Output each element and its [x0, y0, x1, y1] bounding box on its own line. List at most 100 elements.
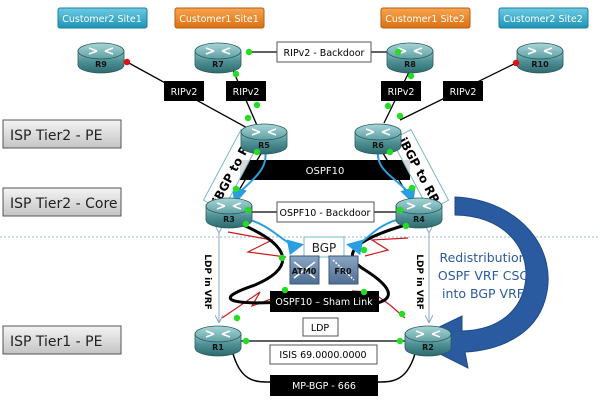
interface-status-dot — [233, 314, 241, 322]
interface-status-dot — [407, 72, 415, 80]
router-icon — [527, 47, 553, 55]
ripv2-label-r9: RIPv2 — [164, 81, 204, 101]
interface-status-dot — [512, 59, 520, 67]
router-icon — [365, 128, 391, 136]
interface-status-dot — [408, 184, 416, 192]
router-r4: R4 — [395, 197, 443, 229]
interface-status-dot — [253, 101, 261, 109]
router-r7: R7 — [194, 42, 242, 74]
svg-text:ISIS 69.0000.0000: ISIS 69.0000.0000 — [279, 350, 366, 361]
atm-label: ATM0 — [292, 267, 317, 276]
tier-label-tier2-core: ISP Tier2 - Core — [2, 187, 122, 217]
router-icon — [205, 330, 231, 338]
router-r2: R2 — [404, 325, 452, 357]
interface-status-dot — [396, 337, 404, 345]
site-label: Customer1 Site2 — [385, 14, 465, 25]
svg-text:RIPv2: RIPv2 — [171, 87, 198, 98]
svg-text:OSPF10 – Sham Link: OSPF10 – Sham Link — [275, 297, 373, 308]
interface-status-dot — [360, 288, 368, 296]
site-label: Customer2 Site1 — [62, 14, 142, 25]
ripv2-label-r7: RIPv2 — [226, 81, 266, 101]
router-icon — [406, 202, 432, 210]
site-cust1-site2: Customer1 Site2 — [380, 7, 471, 29]
interface-status-dot — [244, 114, 252, 122]
ospf10-label: OSPF10 — [306, 166, 345, 177]
site-cust2-site2: Customer2 Site2 — [498, 7, 589, 29]
interface-status-dot — [244, 206, 252, 214]
interface-status-dot — [232, 70, 240, 78]
router-label: R9 — [95, 60, 107, 69]
svg-text:RIPv2: RIPv2 — [233, 87, 260, 98]
interface-status-dot — [386, 148, 394, 156]
interface-status-dot — [242, 220, 250, 228]
svg-text:Redistribution: Redistribution — [439, 250, 526, 265]
router-r3: R3 — [205, 197, 253, 229]
redistribution-arrow — [410, 196, 549, 369]
ldp-label: LDP — [302, 317, 339, 337]
router-icon — [216, 202, 242, 210]
svg-text:ISP Tier2 - PE: ISP Tier2 - PE — [10, 128, 102, 144]
svg-text:OSPF10 - Backdoor: OSPF10 - Backdoor — [280, 208, 371, 219]
fr-label: FR0 — [334, 267, 352, 276]
router-label: R6 — [372, 141, 384, 150]
interface-status-dot — [253, 148, 261, 156]
interface-status-dot — [123, 58, 131, 66]
interface-status-dot — [360, 246, 368, 254]
svg-text:ISP Tier1 - PE: ISP Tier1 - PE — [10, 334, 102, 350]
ripv2-backdoor-label: RIPv2 - Backdoor — [276, 41, 372, 63]
ripv2-label-r10: RIPv2 — [443, 81, 483, 101]
mpbgp-label: MP-BGP - 666 — [270, 375, 378, 396]
router-label: R8 — [404, 60, 416, 69]
interface-status-dot — [232, 185, 240, 193]
svg-text:LDP: LDP — [311, 323, 330, 334]
router-icon — [251, 128, 277, 136]
svg-text:RIPv2: RIPv2 — [450, 87, 477, 98]
site-label: Customer1 Site1 — [179, 14, 259, 25]
router-r9: R9 — [77, 42, 125, 74]
interface-status-dot — [396, 112, 404, 120]
ospf10-link — [240, 160, 410, 180]
router-icon — [397, 47, 423, 55]
router-r10: R10 — [516, 42, 564, 74]
svg-text:into BGP VRF: into BGP VRF — [442, 286, 524, 301]
ldp-vrf-right-label: LDP in VRF — [414, 254, 424, 310]
interface-status-dot — [384, 102, 392, 110]
router-r6: R6 — [354, 123, 402, 155]
router-r5: R5 — [240, 123, 288, 155]
svg-text:MP-BGP - 666: MP-BGP - 666 — [292, 381, 356, 392]
tier-label-tier1-pe: ISP Tier1 - PE — [2, 325, 122, 355]
svg-text:RIPv2 - Backdoor: RIPv2 - Backdoor — [284, 48, 365, 59]
router-r1: R1 — [194, 325, 242, 357]
svg-text:RIPv2: RIPv2 — [388, 87, 415, 98]
router-icon — [88, 47, 114, 55]
router-icon — [205, 47, 231, 55]
router-label: R5 — [258, 141, 270, 150]
router-label: R7 — [212, 60, 224, 69]
ospf10-backdoor-label: OSPF10 - Backdoor — [276, 201, 375, 223]
ldp-vrf-left-label: LDP in VRF — [202, 254, 212, 310]
svg-text:ISP Tier2 - Core: ISP Tier2 - Core — [10, 196, 118, 212]
redistribution-text: Redistribution OSPF VRF CSC into BGP VRF — [438, 250, 529, 301]
site-cust2-site1: Customer2 Site1 — [57, 7, 148, 29]
interface-status-dot — [278, 254, 286, 262]
sham-link-label: OSPF10 – Sham Link — [270, 291, 379, 312]
interface-status-dot — [394, 48, 402, 56]
bgp-label: BGP — [303, 236, 345, 258]
interface-status-dot — [396, 206, 404, 214]
fr-switch: FR0 — [328, 255, 359, 285]
router-label: R2 — [422, 343, 434, 352]
router-icon — [415, 330, 441, 338]
site-cust1-site1: Customer1 Site1 — [174, 7, 265, 29]
router-label: R3 — [223, 215, 235, 224]
interface-status-dot — [245, 48, 253, 56]
interface-status-dot — [281, 286, 289, 294]
isis-label: ISIS 69.0000.0000 — [269, 344, 378, 365]
router-r8: R8 — [386, 42, 434, 74]
atm-switch: ATM0 — [289, 255, 320, 285]
interface-status-dot — [398, 310, 406, 318]
router-label: R10 — [531, 60, 549, 69]
site-label: Customer2 Site2 — [503, 14, 583, 25]
interface-status-dot — [242, 337, 250, 345]
interface-status-dot — [402, 222, 410, 230]
